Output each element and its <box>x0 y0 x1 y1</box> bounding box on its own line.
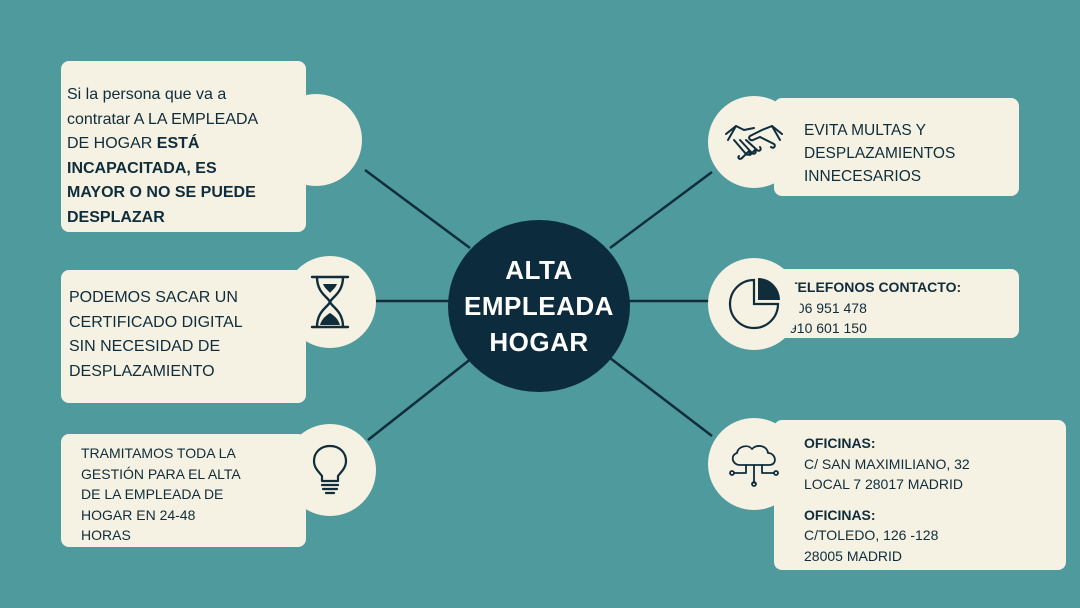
center-node: ALTA EMPLEADA HOGAR <box>448 220 630 392</box>
cloud-network-icon <box>729 445 779 487</box>
text-line: HOGAR EN 24-48 <box>81 506 196 523</box>
bubble-right-bottom <box>708 418 800 510</box>
text-line: CERTIFICADO DIGITAL <box>69 313 243 331</box>
card-tramitamos: TRAMITAMOS TODA LA GESTIÓN PARA EL ALTA … <box>61 434 306 547</box>
text-line: DESPLAZAMIENTOS <box>804 145 956 162</box>
text-line: DESPLAZAMIENTO <box>69 362 215 380</box>
connector-left-top <box>364 168 471 250</box>
text-bold-line: DESPLAZAR <box>67 208 165 226</box>
center-title-line: HOGAR <box>489 327 589 357</box>
office-address: LOCAL 7 28017 MADRID <box>804 476 963 492</box>
card-evita-multas-text: EVITA MULTAS Y DESPLAZAMIENTOS INNECESAR… <box>804 119 1019 188</box>
card-incapacitada: Si la persona que va a contratar A LA EM… <box>61 61 306 232</box>
spacer <box>804 495 1066 505</box>
pie-chart-icon <box>728 278 780 330</box>
office-title: OFICINAS: <box>804 435 876 451</box>
card-certificado-text: PODEMOS SACAR UN CERTIFICADO DIGITAL SIN… <box>69 286 306 384</box>
text-bold: ESTÁ <box>156 135 200 152</box>
bubble-right-top <box>708 96 800 188</box>
office-address: C/TOLEDO, 126 -128 <box>804 527 939 543</box>
text-line: DE HOGAR ESTÁ <box>67 132 306 157</box>
center-title-line: ALTA <box>505 255 573 285</box>
office-title: OFICINAS: <box>804 506 876 523</box>
card-certificado: PODEMOS SACAR UN CERTIFICADO DIGITAL SIN… <box>61 270 306 403</box>
text-line: TRAMITAMOS TODA LA <box>81 445 236 461</box>
office-address: C/ SAN MAXIMILIANO, 32 <box>804 455 970 472</box>
card-tramitamos-text: TRAMITAMOS TODA LA GESTIÓN PARA EL ALTA … <box>81 443 306 546</box>
text-line: Si la persona que va a <box>67 86 227 103</box>
office-address: 28005 MADRID <box>804 547 903 564</box>
connector-right-bottom <box>609 357 713 437</box>
text-line: DE LA EMPLEADA DE <box>81 486 224 502</box>
card-evita-multas: EVITA MULTAS Y DESPLAZAMIENTOS INNECESAR… <box>774 98 1019 196</box>
phone-number: 910 601 150 <box>789 320 867 336</box>
card-telefonos: TELEFONOS CONTACTO: 606 951 478 910 601 … <box>774 269 1019 338</box>
lightbulb-icon <box>312 444 348 495</box>
phones-title: TELEFONOS CONTACTO: <box>789 279 962 295</box>
text-line: contratar A LA EMPLEADA <box>67 110 259 128</box>
hourglass-icon <box>310 275 350 329</box>
text-line: INNECESARIOS <box>804 168 922 185</box>
text-line: HORAS <box>81 527 131 543</box>
text-line: EVITA MULTAS Y <box>804 122 927 139</box>
text-bold-line: INCAPACITADA, ES <box>67 159 217 177</box>
connector-right-top <box>609 170 713 250</box>
text-bold-line: MAYOR O NO SE PUEDE <box>67 184 256 201</box>
center-title-line: EMPLEADA <box>464 291 614 321</box>
text-line: PODEMOS SACAR UN <box>69 289 238 306</box>
text-line: GESTIÓN PARA EL ALTA <box>81 465 241 482</box>
text-line: SIN NECESIDAD DE <box>69 338 221 355</box>
connector-left-bottom <box>367 357 473 441</box>
text-normal: DE HOGAR <box>67 135 157 152</box>
phone-number: 606 951 478 <box>789 299 867 316</box>
card-incapacitada-text: Si la persona que va a contratar A LA EM… <box>67 83 306 230</box>
bubble-right-mid <box>708 258 800 350</box>
handshake-icon <box>725 125 783 160</box>
card-oficinas: OFICINAS: C/ SAN MAXIMILIANO, 32 LOCAL 7… <box>774 420 1066 570</box>
